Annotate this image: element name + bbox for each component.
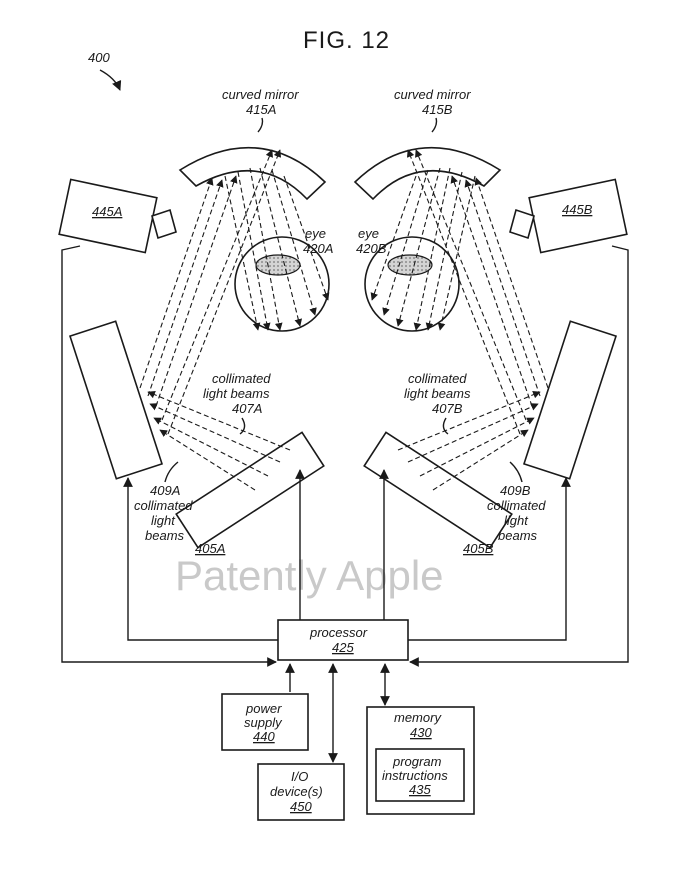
mirror-415a-label: curved mirror xyxy=(222,87,299,102)
figure-title: FIG. 12 xyxy=(303,27,390,54)
processor-block: processor 425 xyxy=(277,619,409,661)
beams-409a-leader xyxy=(164,461,179,483)
program-num: 435 xyxy=(409,782,431,797)
beams-407a-num: 407A xyxy=(232,401,262,416)
wire-combiner-right xyxy=(408,477,571,641)
projector-405b xyxy=(363,431,513,549)
beams-407a-label-1: collimated xyxy=(212,371,271,386)
eye-420a-num: 420A xyxy=(303,241,333,256)
beams-combiner-to-mirror-left xyxy=(139,149,282,435)
watermark: Patently Apple xyxy=(175,552,444,599)
left-optical-assembly: curved mirror 415A 445A eye 420A 405A xyxy=(58,87,333,556)
camera-445b-lens xyxy=(509,208,535,240)
power-num: 440 xyxy=(253,729,275,744)
eye-420a-label: eye xyxy=(305,226,326,241)
camera-445a-lens xyxy=(151,208,177,240)
figure-ref: 400 xyxy=(88,50,110,65)
beams-409b-num: 409B xyxy=(500,483,531,498)
eye-420b-num: 420B xyxy=(356,241,387,256)
camera-445b-body xyxy=(528,178,628,254)
camera-445a-num: 445A xyxy=(92,204,122,219)
wire-camera-445b xyxy=(409,245,629,667)
beams-combiner-to-mirror-right xyxy=(406,149,549,435)
beams-407a xyxy=(147,391,291,491)
io-devices-box xyxy=(257,763,345,821)
beams-407b-leader xyxy=(442,417,449,435)
beams-409b-label-1: collimated xyxy=(487,498,546,513)
wire-combiner-left xyxy=(123,477,278,641)
power-supply-box xyxy=(221,693,309,751)
combiner-left xyxy=(68,320,164,480)
projector-405a-num: 405A xyxy=(195,541,225,556)
mirror-415b-num: 415B xyxy=(422,102,453,117)
power-supply-block: power supply 440 xyxy=(221,693,309,751)
beams-407a-label-2: light beams xyxy=(203,386,270,401)
camera-445a: 445A xyxy=(58,178,177,254)
power-label-1: power xyxy=(245,701,282,716)
memory-label: memory xyxy=(394,710,442,725)
beams-409a-label-3: beams xyxy=(145,528,185,543)
combiner-right xyxy=(522,320,618,480)
beams-407a-leader xyxy=(239,417,246,435)
beams-409a-label-1: collimated xyxy=(134,498,193,513)
beams-mirror-to-eye-left xyxy=(224,167,330,331)
curved-mirror-415b xyxy=(353,146,502,201)
camera-445b: 445B xyxy=(509,178,628,254)
beams-409a-num: 409A xyxy=(150,483,180,498)
program-label-1: program xyxy=(392,754,442,769)
figure-ref-pointer xyxy=(99,69,122,91)
beams-407b xyxy=(397,391,541,491)
memory-num: 430 xyxy=(410,725,432,740)
power-label-2: supply xyxy=(244,715,283,730)
beams-mirror-to-eye-right xyxy=(370,167,476,331)
eye-420b-label: eye xyxy=(358,226,379,241)
io-num: 450 xyxy=(290,799,312,814)
right-optical-assembly: curved mirror 415B 445B eye 420B 405B xyxy=(353,87,628,556)
io-devices-block: I/O device(s) 450 xyxy=(257,763,345,821)
beams-407b-num: 407B xyxy=(432,401,463,416)
mirror-415a-num: 415A xyxy=(246,102,276,117)
projector-405a xyxy=(175,431,325,549)
beams-407b-label-2: light beams xyxy=(404,386,471,401)
eye-420b-pupil xyxy=(387,254,433,276)
projector-405b-num: 405B xyxy=(463,541,494,556)
io-label-2: device(s) xyxy=(270,784,323,799)
eye-420a-pupil xyxy=(255,254,301,276)
beams-409a-label-2: light xyxy=(151,513,176,528)
mirror-415b-label: curved mirror xyxy=(394,87,471,102)
mirror-415a-leader xyxy=(257,117,264,133)
io-label-1: I/O xyxy=(291,769,308,784)
beams-407b-label-1: collimated xyxy=(408,371,467,386)
beams-409b-label-2: light xyxy=(504,513,529,528)
memory-block: memory 430 program instructions 435 xyxy=(366,706,475,815)
camera-445a-body xyxy=(58,178,158,254)
processor-label: processor xyxy=(309,625,368,640)
processor-num: 425 xyxy=(332,640,354,655)
program-label-2: instructions xyxy=(382,768,448,783)
signal-wiring xyxy=(61,245,629,763)
curved-mirror-415a xyxy=(178,146,327,201)
mirror-415b-leader xyxy=(431,117,438,133)
beams-409b-leader xyxy=(509,461,523,483)
program-instructions-box xyxy=(375,748,465,802)
camera-445b-num: 445B xyxy=(562,202,593,217)
beams-409b-label-3: beams xyxy=(498,528,538,543)
wire-camera-445a xyxy=(61,245,277,667)
